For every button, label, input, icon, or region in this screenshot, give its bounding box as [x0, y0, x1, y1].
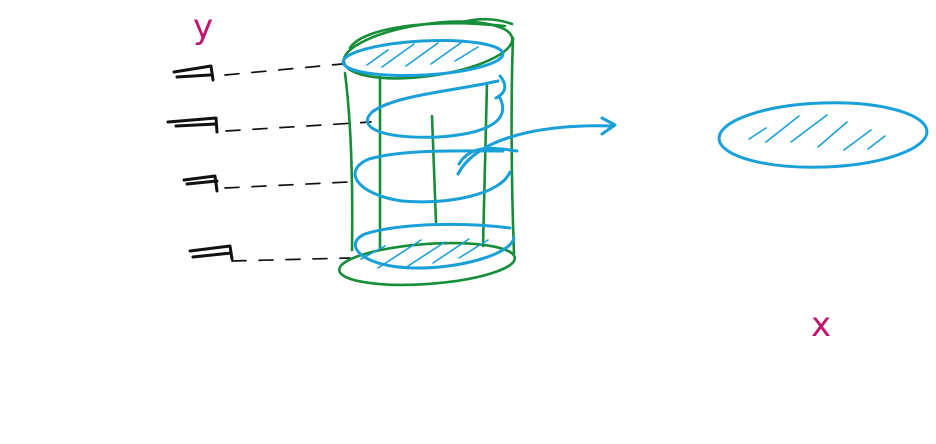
- guide-dash-4: [231, 257, 351, 262]
- output-arrow: [456, 124, 615, 176]
- y-tick-1: [172, 64, 215, 82]
- guide-dash-1: [224, 63, 343, 76]
- guide-dash-3: [224, 181, 349, 189]
- cylinder-inner-line-2: [430, 114, 438, 224]
- x-axis-arrowhead: [781, 286, 796, 300]
- projected-cross-section: [717, 101, 929, 169]
- x-axis-label: x: [811, 305, 831, 345]
- y-tick-2: [166, 116, 219, 134]
- y-axis-arrowhead: [166, 36, 181, 52]
- y-axis-line: [168, 38, 188, 442]
- helix-connector-1: [494, 74, 507, 100]
- y-tick-3: [182, 174, 219, 193]
- output-arrowhead: [600, 116, 617, 136]
- cylinder-inner-line-3: [481, 81, 489, 248]
- cylinder-top-back-stroke: [348, 17, 514, 50]
- bottom-hatching: [360, 238, 489, 269]
- cylinder-bottom-rim: [337, 241, 517, 287]
- top-cross-section: [341, 39, 505, 77]
- cylinder-right-edge: [510, 36, 516, 255]
- projected-cross-section-hatching: [748, 114, 886, 151]
- top-hatching: [366, 41, 479, 68]
- guide-dash-2: [225, 121, 372, 132]
- y-tick-4: [188, 244, 234, 261]
- x-axis-line: [11, 293, 796, 317]
- y-axis-label: y: [193, 7, 213, 47]
- y-tick-guide-1: [174, 73, 233, 259]
- helix-loop-2: [353, 149, 512, 204]
- helix-loop-1: [365, 79, 505, 139]
- helix-loop-3: [353, 222, 516, 270]
- cylinder-left-edge: [343, 71, 354, 252]
